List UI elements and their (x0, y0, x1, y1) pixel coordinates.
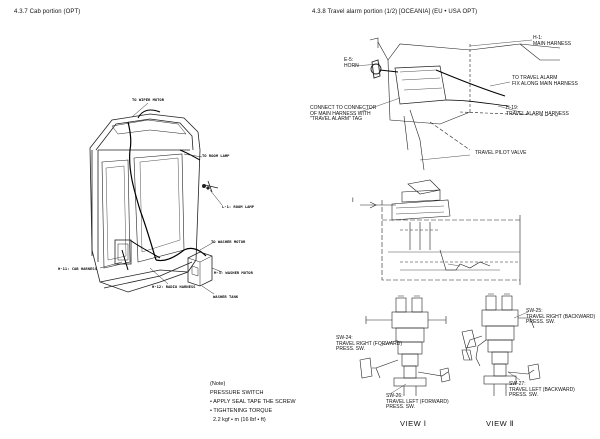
label-travel-pilot-valve: TRAVEL PILOT VALVE (475, 150, 527, 156)
note-line-3: • TIGHTENING TORQUE (210, 408, 273, 414)
label-cab-harness: H-11: CAB HARNESS (58, 266, 97, 271)
label-e5-horn: E-5: HORN (344, 57, 359, 69)
label-to-travel-alarm: TO TRAVEL ALARM FIX ALONG MAIN HARNESS (512, 75, 578, 87)
note-line-2: • APPLY SEAL TAPE THE SCREW (210, 399, 296, 405)
note-heading: (Note) (210, 381, 226, 387)
label-h1-main-harness: H-1: MAIN HARNESS (533, 35, 572, 47)
travel-alarm-top-drawing (353, 37, 561, 171)
view-1-caption: VIEW Ⅰ (400, 419, 427, 428)
label-to-washer-motor: TO WASHER MOTOR (211, 239, 246, 244)
pressure-switch-note: (Note) PRESSURE SWITCH • APPLY SEAL TAPE… (210, 380, 296, 425)
label-h19-travel-alarm-harness: H-19: TRAVEL ALARM HARNESS (506, 105, 569, 117)
travel-alarm-section-title: 4.3.8 Travel alarm portion (1/2) [OCEANI… (312, 9, 478, 15)
label-to-room-lamp: TO ROOM LAMP (202, 153, 230, 158)
section-mark-i: I (352, 198, 354, 204)
view-2-drawing (461, 293, 541, 396)
label-sw24: SW-24: TRAVEL RIGHT (FORWARD) PRESS. SW. (336, 335, 403, 352)
label-room-lamp: L-1: ROOM LAMP (222, 204, 255, 209)
label-sw27: SW-27: TRAVEL LEFT (BACKWARD) PRESS. SW. (509, 381, 575, 398)
label-connect-to-connector: CONNECT TO CONNECTOR OF MAIN HARNESS WIT… (310, 105, 377, 122)
label-sw26: SW-26: TRAVEL LEFT (FORWARD) PRESS. SW. (386, 393, 449, 410)
label-sw25: SW-25: TRAVEL RIGHT (BACKWARD) PRESS. SW… (526, 308, 596, 325)
view-1-drawing (359, 295, 451, 396)
view-2-caption: VIEW Ⅱ (486, 419, 514, 428)
cab-drawing (89, 102, 223, 295)
label-to-wiper-motor: TO WIPER MOTOR (132, 97, 165, 102)
label-washer-tank: WASHER TANK (213, 294, 239, 299)
note-line-1: PRESSURE SWITCH (210, 390, 264, 396)
travel-pilot-valve-drawing (360, 154, 521, 285)
note-line-4: 2.2 kgf • m (16 lbf • ft) (213, 417, 266, 423)
label-radio-harness: H-12: RADIO HARNESS (152, 284, 196, 289)
label-washer-motor: M-3: WASHER MOTOR (214, 270, 253, 275)
cab-section-title: 4.3.7 Cab portion (OPT) (14, 9, 81, 15)
